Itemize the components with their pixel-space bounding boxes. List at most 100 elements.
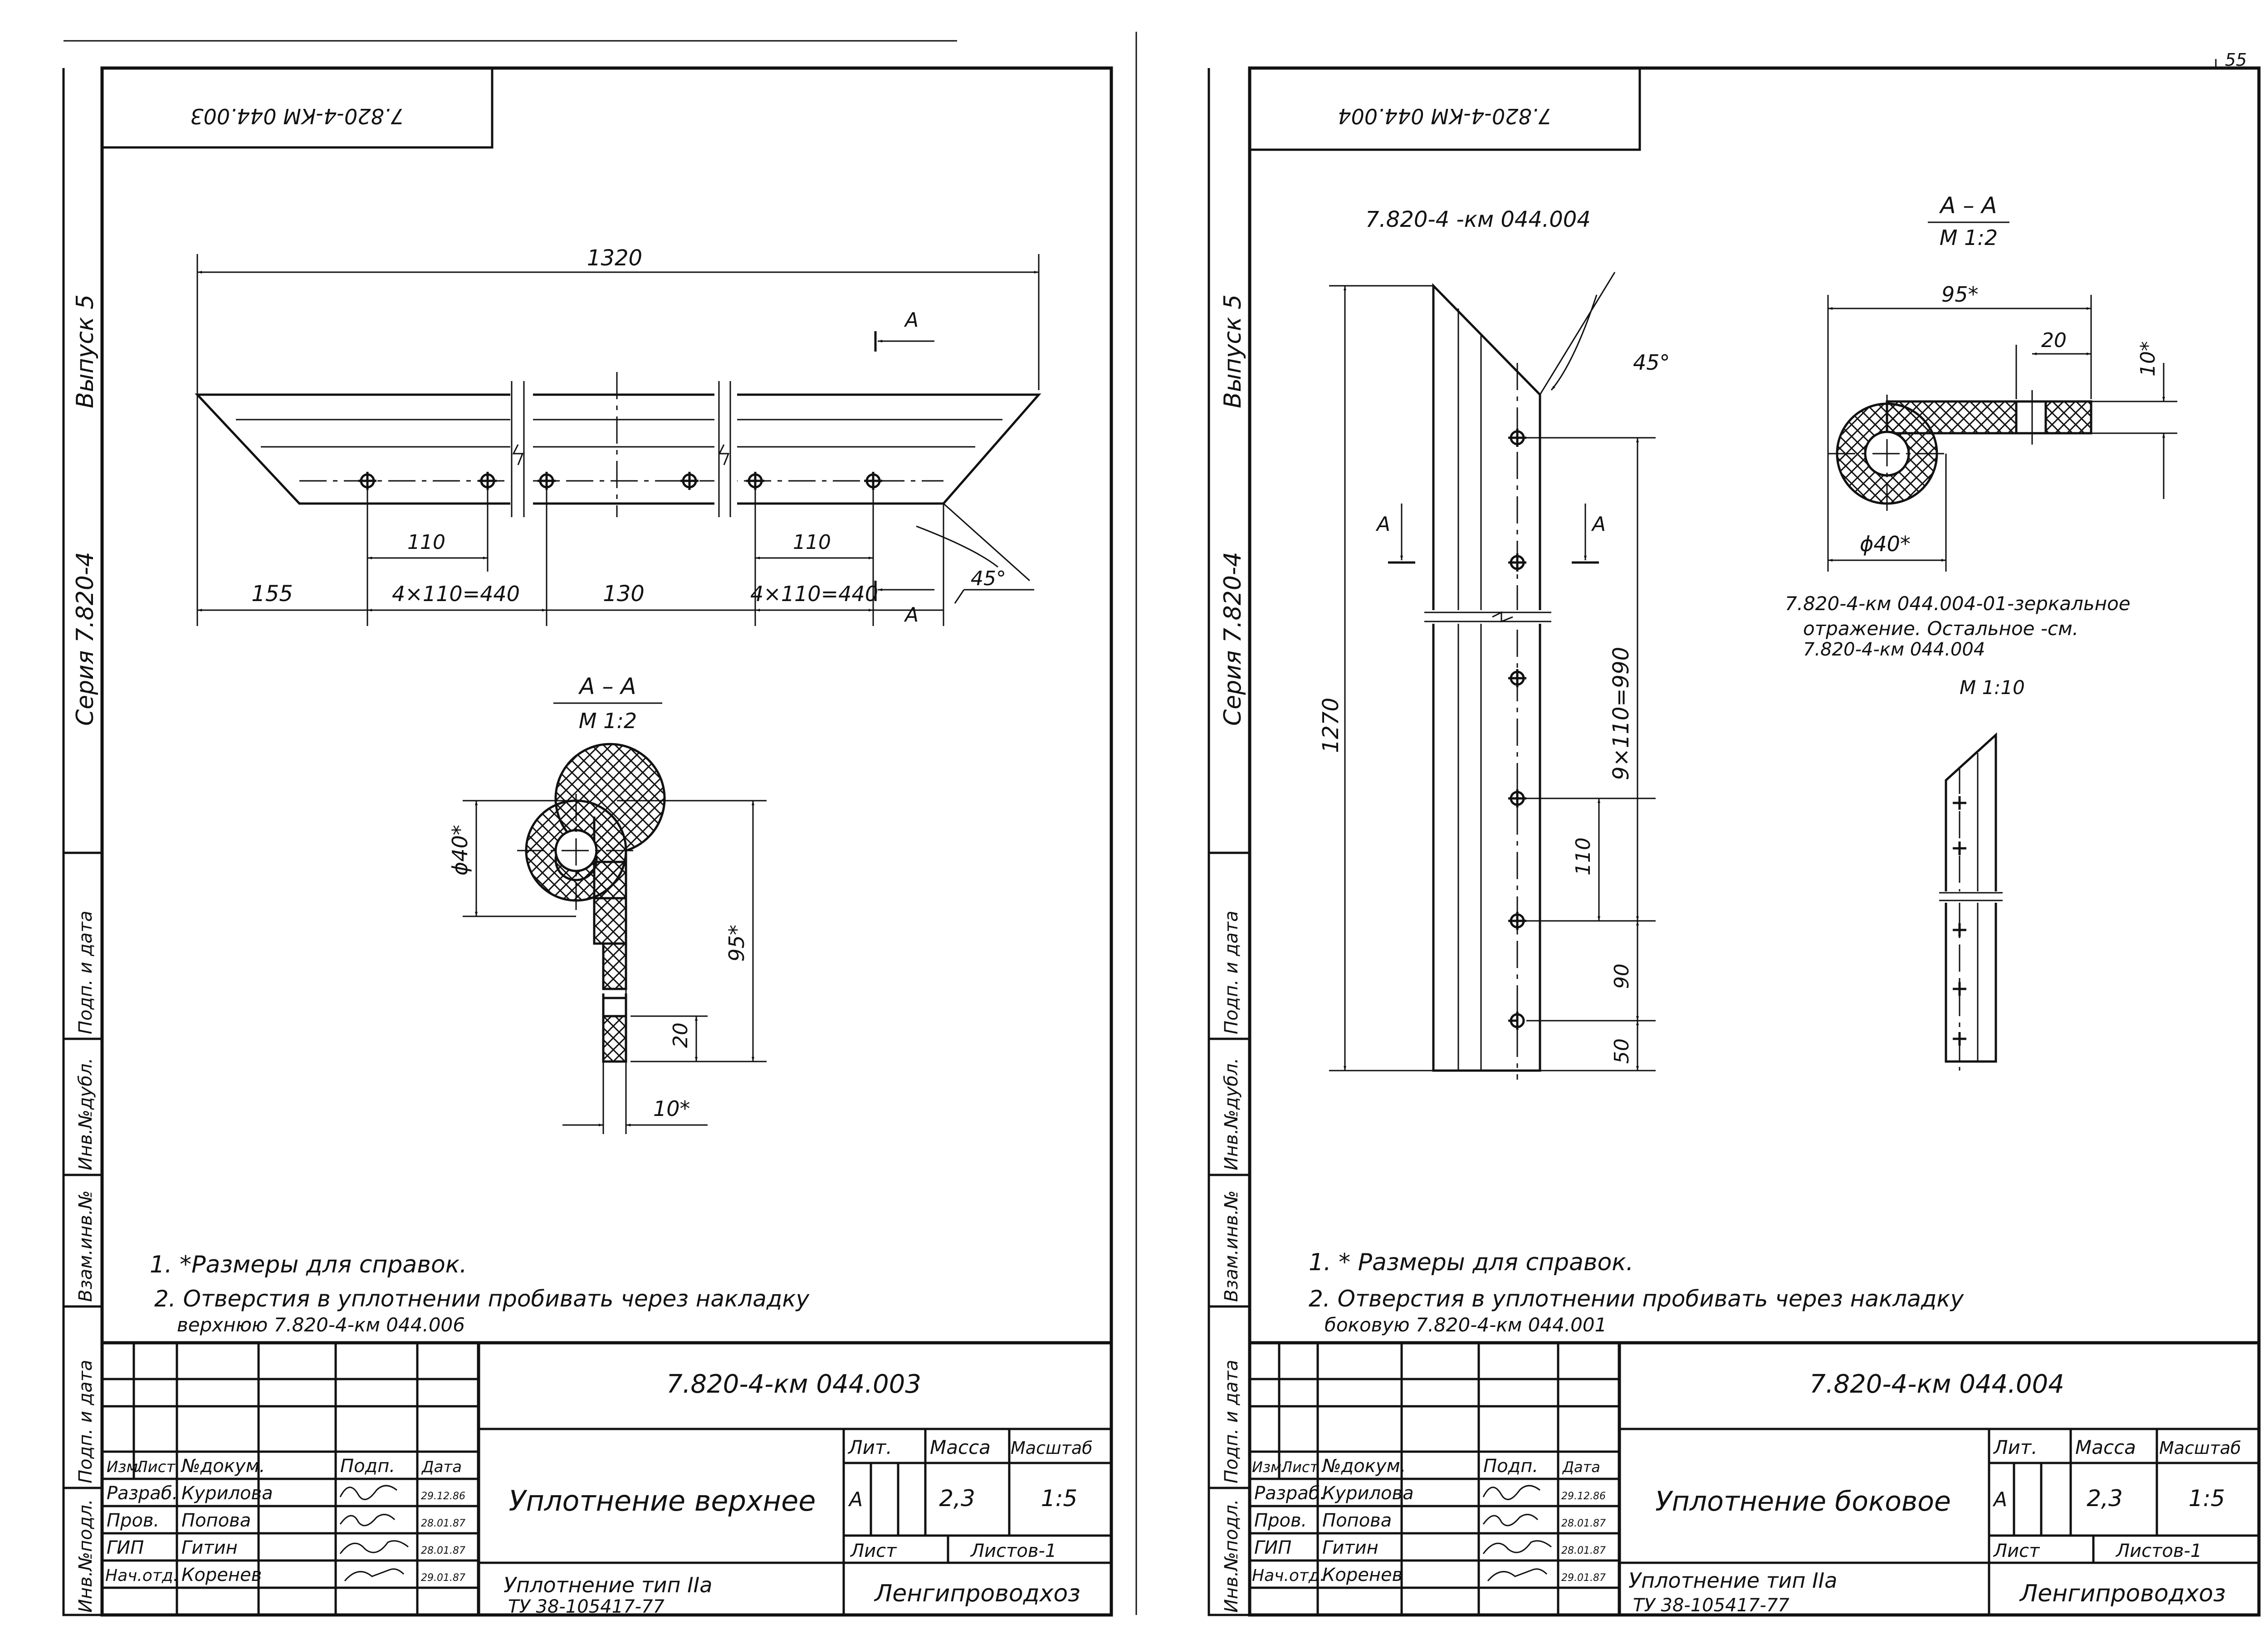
tb-hdr-sign: Подп. bbox=[1483, 1456, 1538, 1477]
section-dia: ϕ40* bbox=[1860, 532, 1911, 556]
tb-part-name: Уплотнение боковое bbox=[1655, 1486, 1951, 1517]
tb-scale-label: Масштаб bbox=[2159, 1438, 2241, 1458]
section-h20: 20 bbox=[669, 1022, 692, 1048]
cut-mark-a-left: А bbox=[1375, 513, 1390, 536]
tb-lit-label: Лит. bbox=[847, 1436, 892, 1458]
rotated-code: 7.820-4-КМ 044.004 bbox=[1338, 104, 1551, 128]
right-drawing-sheet: 7.820-4-КМ 044.004 Серия 7.820-4 Выпуск … bbox=[1207, 66, 2261, 1617]
dim-90: 90 bbox=[1610, 964, 1633, 989]
tb-sheets-label: Листов-1 bbox=[970, 1541, 1056, 1561]
tb-mass-label: Масса bbox=[2075, 1436, 2136, 1458]
side-field-2: Подп. и дата bbox=[75, 1360, 96, 1483]
tb-role-1: Разраб. bbox=[1254, 1483, 1325, 1504]
tb-scale: 1:5 bbox=[1041, 1485, 1077, 1512]
tb-name-3: Гитин bbox=[1322, 1537, 1378, 1558]
side-field-3: Взам.инв.№ bbox=[75, 1190, 96, 1302]
note-2: 2. Отверстия в уплотнении пробивать чере… bbox=[154, 1286, 810, 1312]
side-series: Серия 7.820-4 bbox=[72, 552, 99, 726]
tb-name-3: Гитин bbox=[181, 1537, 238, 1558]
dim-length-1270: 1270 bbox=[1318, 698, 1344, 753]
tb-material-1: Уплотнение тип IIа bbox=[1628, 1568, 1837, 1593]
section-scale: М 1:2 bbox=[579, 709, 637, 733]
mirror-note-2: отражение. Остальное -см. bbox=[1803, 617, 2078, 640]
tb-material-2: ТУ 38-105417-77 bbox=[508, 1596, 665, 1617]
tb-hdr-izm: Изм. bbox=[1252, 1458, 1286, 1476]
dim-130: 130 bbox=[603, 581, 645, 607]
tb-role-3: ГИП bbox=[1254, 1537, 1291, 1558]
tb-lit: А bbox=[1992, 1488, 2007, 1511]
side-issue: Выпуск 5 bbox=[72, 294, 99, 408]
dim-440-left: 4×110=440 bbox=[392, 582, 520, 606]
dim-110: 110 bbox=[1572, 837, 1595, 876]
tb-role-4: Нач.отд. bbox=[105, 1566, 178, 1585]
tb-code: 7.820-4-км 044.003 bbox=[666, 1370, 921, 1399]
tb-date-2: 28.01.87 bbox=[1561, 1518, 1606, 1529]
tb-date-1: 29.12.86 bbox=[1561, 1491, 1606, 1502]
tb-hdr-list: Лист bbox=[135, 1458, 176, 1476]
tb-name-1: Курилова bbox=[181, 1483, 273, 1504]
dim-holes-990: 9×110=990 bbox=[1608, 647, 1634, 780]
side-field-2: Подп. и дата bbox=[1221, 1360, 1242, 1483]
side-seal-elevation bbox=[1420, 283, 1551, 1080]
dim-angle-45: 45° bbox=[1633, 350, 1670, 375]
elevation-dimensions: 1320 110 110 155 4×110=440 130 4×110=440… bbox=[196, 245, 1040, 626]
side-field-5: Подп. и дата bbox=[1221, 911, 1242, 1034]
side-field-4: Инв.№дубл. bbox=[75, 1058, 96, 1170]
side-issue: Выпуск 5 bbox=[1219, 294, 1246, 408]
tb-hdr-sign: Подп. bbox=[340, 1456, 395, 1477]
tb-name-2: Попова bbox=[1322, 1510, 1392, 1531]
section-h10: 10* bbox=[2136, 341, 2160, 377]
tb-date-3: 28.01.87 bbox=[1561, 1545, 1606, 1556]
tb-material-2: ТУ 38-105417-77 bbox=[1633, 1595, 1789, 1616]
tb-name-4: Коренев bbox=[1322, 1565, 1403, 1585]
side-seal-dimensions: 1270 9×110=990 110 90 50 45° А А bbox=[1318, 272, 1670, 1071]
cut-mark-a-right: А bbox=[1591, 513, 1606, 536]
title-block-right: Изм. Лист №докум. Подп. Дата Разраб. Кур… bbox=[1250, 1341, 2259, 1616]
mini-scale: М 1:10 bbox=[1960, 676, 2025, 699]
tb-org: Ленгипроводхоз bbox=[2019, 1580, 2226, 1607]
side-field-1: Инв.№подл. bbox=[75, 1499, 96, 1613]
tb-mass: 2,3 bbox=[939, 1485, 975, 1512]
section-height: 95* bbox=[724, 925, 749, 962]
mirror-note-1: 7.820-4-км 044.004-01-зеркальное bbox=[1785, 592, 2131, 615]
section-title: А – А bbox=[1939, 192, 1997, 219]
tb-mass: 2,3 bbox=[2087, 1485, 2123, 1512]
tb-date-2: 28.01.87 bbox=[421, 1518, 465, 1529]
tb-code: 7.820-4-км 044.004 bbox=[1809, 1370, 2064, 1399]
tb-role-2: Пров. bbox=[107, 1510, 159, 1531]
dim-440-right: 4×110=440 bbox=[750, 582, 878, 606]
tb-name-2: Попова bbox=[181, 1510, 251, 1531]
dim-155: 155 bbox=[251, 581, 293, 607]
section-w95: 95* bbox=[1941, 282, 1979, 307]
tb-role-3: ГИП bbox=[107, 1537, 144, 1558]
tb-hdr-doc: №докум. bbox=[181, 1456, 265, 1477]
tb-sheets-label: Листов-1 bbox=[2115, 1541, 2202, 1561]
section-scale: М 1:2 bbox=[1940, 225, 1998, 250]
tb-material-1: Уплотнение тип IIа bbox=[503, 1573, 712, 1597]
tb-date-1: 29.12.86 bbox=[421, 1491, 465, 1502]
tb-role-2: Пров. bbox=[1254, 1510, 1307, 1531]
tb-part-name: Уплотнение верхнее bbox=[509, 1484, 816, 1517]
section-a-a-top: А – А М 1:2 ϕ40* 95* bbox=[448, 673, 767, 1134]
cut-mark-a-top: А bbox=[904, 308, 919, 332]
tb-lit: А bbox=[848, 1488, 863, 1511]
part-code: 7.820-4 -км 044.004 bbox=[1365, 207, 1591, 232]
tb-sheet-label: Лист bbox=[1993, 1541, 2040, 1561]
tb-name-1: Курилова bbox=[1322, 1483, 1414, 1504]
tb-date-3: 28.01.87 bbox=[421, 1545, 465, 1556]
note-1: 1. * Размеры для справок. bbox=[1309, 1249, 1633, 1276]
tb-sheet-label: Лист bbox=[850, 1541, 897, 1561]
side-field-4: Инв.№дубл. bbox=[1221, 1058, 1242, 1170]
title-block-left: Изм. Лист №докум. Подп. Дата Разраб. Кур… bbox=[102, 1341, 1111, 1617]
dim-overall-1320: 1320 bbox=[587, 245, 642, 271]
tb-hdr-izm: Изм. bbox=[107, 1458, 143, 1476]
dim-110-right: 110 bbox=[793, 531, 831, 554]
dim-angle-45: 45° bbox=[971, 567, 1006, 590]
note-2: 2. Отверстия в уплотнении пробивать чере… bbox=[1309, 1286, 1965, 1312]
tb-mass-label: Масса bbox=[930, 1436, 991, 1458]
rotated-code: 7.820-4-КМ 044.003 bbox=[190, 104, 404, 128]
section-w10: 10* bbox=[653, 1096, 690, 1121]
tb-hdr-date: Дата bbox=[1562, 1458, 1600, 1476]
tb-hdr-doc: №докум. bbox=[1321, 1456, 1406, 1477]
